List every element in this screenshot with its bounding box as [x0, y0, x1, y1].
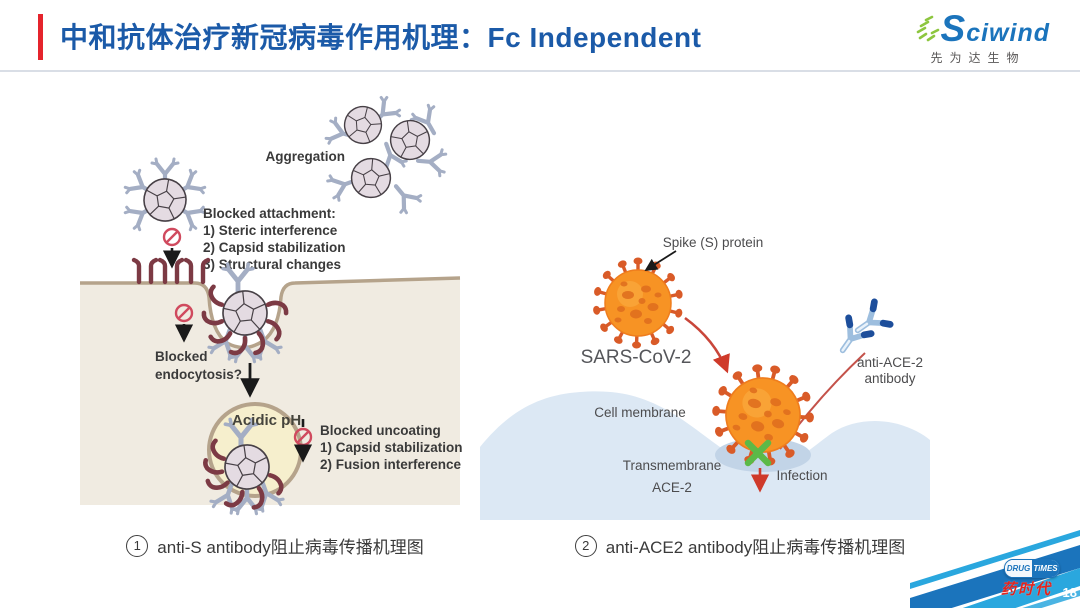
- pit-virus-cluster: [203, 264, 287, 362]
- sars-cov-2-label: SARS-CoV-2: [581, 347, 692, 368]
- svg-text:Blocked: Blocked: [155, 349, 208, 364]
- drugtimes-logo-left: DRUG: [1005, 560, 1032, 577]
- logo-speed-dashes-icon: [916, 15, 939, 42]
- svg-text:3) Structural changes: 3) Structural changes: [203, 257, 341, 272]
- caption-number: 1: [126, 534, 149, 557]
- transmembrane-label: Transmembrane: [623, 458, 722, 473]
- svg-text:2) Fusion interference: 2) Fusion interference: [320, 457, 462, 472]
- blocked-endocytosis-text: Blocked endocytosis?: [155, 349, 242, 382]
- anti-ace2-label-1: anti-ACE-2: [857, 355, 923, 370]
- header-divider: [0, 70, 1080, 72]
- cell-body: [480, 391, 930, 520]
- caption-anti-s: 1 anti-S antibody阻止病毒传播机理图: [75, 533, 475, 558]
- ace2-label: ACE-2: [652, 480, 692, 495]
- svg-text:1) Steric interference: 1) Steric interference: [203, 223, 338, 238]
- svg-text:Blocked uncoating: Blocked uncoating: [320, 423, 441, 438]
- drugtimes-logo: DRUG TiMES: [1004, 559, 1060, 578]
- logo-wordmark: Sciwind: [940, 8, 1050, 49]
- figure-anti-s-mechanism: Aggregation Blocked attachment: 1) Steri…: [75, 85, 465, 520]
- spike-pointer-arrow: [644, 250, 677, 271]
- virus-capsid: [139, 174, 191, 226]
- virus-capsid: [340, 102, 386, 148]
- cell-membrane-label: Cell membrane: [594, 405, 686, 420]
- caption-text: anti-S antibody阻止病毒传播机理图: [157, 538, 424, 557]
- anti-ace2-antibody-icon: [831, 302, 890, 358]
- svg-text:2) Capsid stabilization: 2) Capsid stabilization: [203, 240, 346, 255]
- ace2-receptor: [744, 439, 772, 467]
- drugtimes-logo-right: TiMES: [1032, 560, 1059, 577]
- acidic-ph-label: Acidic pH: [232, 412, 301, 429]
- drugtimes-chinese-name: 药时代: [1000, 581, 1052, 598]
- infection-label: Infection: [776, 468, 827, 483]
- page-title: 中和抗体治疗新冠病毒作用机理：Fc Independent: [60, 22, 702, 53]
- anti-ace2-diagram: Spike (S) protein SARS-CoV-2 anti-ACE-2 …: [478, 235, 932, 520]
- svg-text:Blocked attachment:: Blocked attachment:: [203, 206, 336, 221]
- virus-approach-arrow: [684, 316, 730, 374]
- page-number: 18: [1062, 585, 1077, 600]
- anti-ace2-label-2: antibody: [864, 371, 915, 386]
- title-accent-bar: [38, 14, 43, 60]
- caption-text: anti-ACE2 antibody阻止病毒传播机理图: [605, 538, 906, 557]
- blocked-attachment-cluster: [123, 159, 207, 232]
- sciwind-logo: Sciwind 先为达生物: [915, 10, 1050, 66]
- caption-number: 2: [574, 534, 597, 557]
- svg-text:endocytosis?: endocytosis?: [155, 367, 242, 382]
- figure-anti-ace2-mechanism: Spike (S) protein SARS-CoV-2 anti-ACE-2 …: [478, 225, 932, 520]
- aggregation-label: Aggregation: [266, 149, 346, 164]
- spike-protein-label: Spike (S) protein: [663, 235, 764, 250]
- blocked-attachment-text: Blocked attachment: 1) Steric interferen…: [203, 206, 346, 272]
- prohibition-icon: [162, 227, 182, 247]
- svg-text:1) Capsid stabilization: 1) Capsid stabilization: [320, 440, 463, 455]
- anti-s-diagram: Aggregation Blocked attachment: 1) Steri…: [80, 85, 463, 520]
- blocked-uncoating-text: Blocked uncoating 1) Capsid stabilizatio…: [320, 423, 463, 472]
- sars-cov-2-virion: [591, 256, 685, 350]
- caption-anti-ace2: 2 anti-ACE2 antibody阻止病毒传播机理图: [515, 533, 965, 558]
- logo-subtitle: 先为达生物: [930, 51, 1026, 65]
